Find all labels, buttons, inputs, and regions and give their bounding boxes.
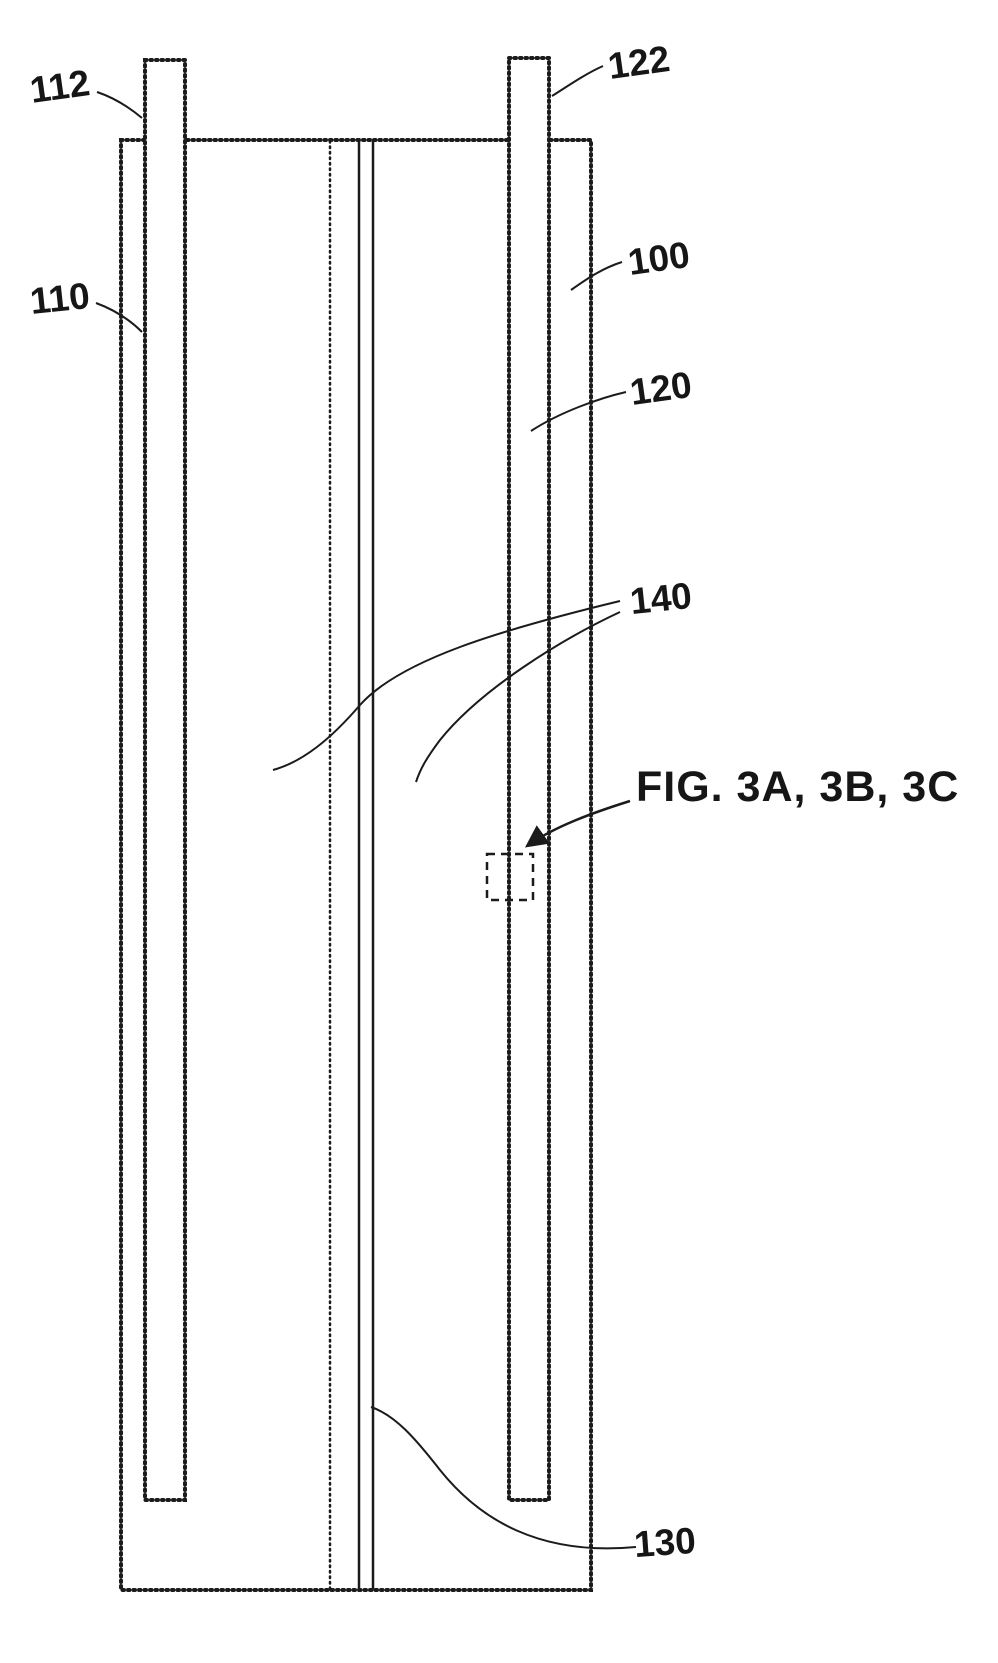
ref-label-122: 122	[605, 37, 673, 88]
leader-line-122	[551, 65, 604, 97]
ref-label-110: 110	[28, 274, 92, 323]
leader-line-100	[570, 261, 623, 291]
cell-body-outline	[119, 138, 593, 1592]
leader-line-110	[95, 302, 143, 333]
ref-label-100: 100	[625, 233, 693, 284]
left-electrode-bar	[143, 58, 187, 1502]
right-electrode-bar	[507, 56, 551, 1502]
leader-line-140-left	[272, 600, 621, 771]
ref-label-140: 140	[628, 574, 694, 623]
leader-line-112	[96, 91, 143, 119]
ref-label-112: 112	[27, 62, 93, 111]
leader-arrow-fig-ref	[524, 799, 631, 848]
ref-label-120: 120	[627, 363, 695, 414]
leader-line-140-right	[415, 611, 621, 783]
leader-line-130	[370, 1406, 637, 1550]
leader-line-120	[530, 391, 627, 432]
fig-reference-text: FIG. 3A, 3B, 3C	[636, 763, 960, 811]
ref-label-130: 130	[632, 1519, 698, 1566]
detail-view-box	[485, 852, 535, 902]
